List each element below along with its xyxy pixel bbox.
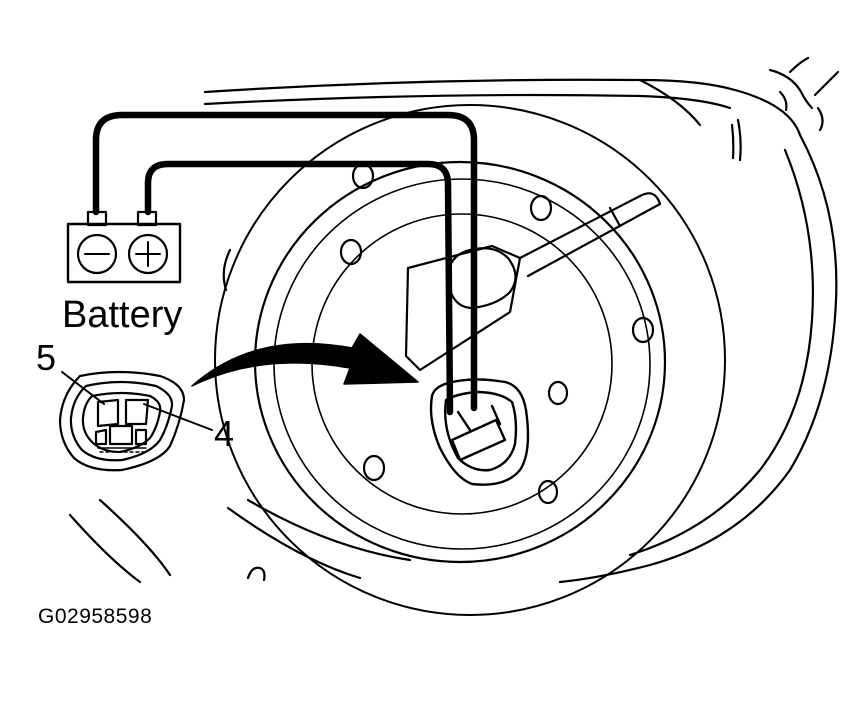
connector-closeup [58, 370, 213, 472]
fuel-line-bracket [404, 192, 662, 372]
positive-lead [144, 160, 454, 416]
pin-5-label: 5 [36, 337, 57, 378]
pin5-leader [61, 371, 105, 405]
jumper-wires [92, 111, 478, 416]
pin-4-label: 4 [214, 413, 235, 454]
battery [66, 210, 182, 284]
battery-label: Battery [62, 294, 183, 336]
pointer-arrow [191, 333, 419, 387]
body-outline [68, 56, 840, 584]
negative-lead [92, 111, 478, 412]
pin4-leader [143, 403, 213, 431]
pump-connector [429, 378, 530, 486]
figure-id: G02958598 [38, 605, 153, 628]
plus-icon [127, 233, 169, 275]
minus-icon [76, 233, 118, 275]
